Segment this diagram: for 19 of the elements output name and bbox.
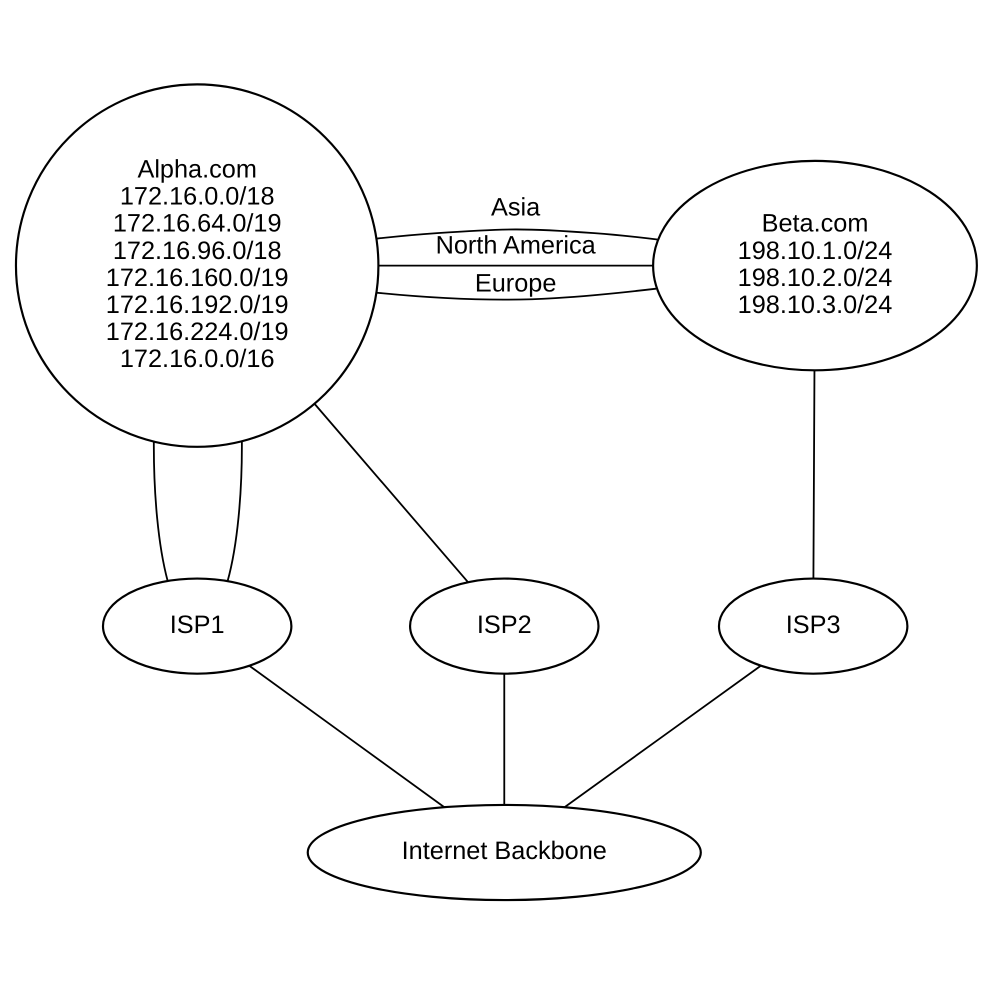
connector [226,441,243,580]
connector [248,664,446,808]
node-ellipse: Internet Backbone [306,803,702,901]
connector [314,402,468,582]
node-ellipse: ISP1 [102,576,292,674]
edge-label: Europe [474,268,556,297]
node-circle: Alpha.com 172.16.0.0/18 172.16.64.0/19 172.16.96.0/18 172.16.160.0/19 172.16.192.0/19 172.16.224.0/19 172.16.0.0/16 [14,82,380,448]
edge-label: Asia [491,192,540,221]
connector [376,228,658,240]
node-ellipse: ISP3 [718,576,908,674]
connector [564,664,762,808]
node-ellipse: ISP2 [408,576,600,674]
connector [379,264,653,266]
connector [812,370,816,578]
connector [503,673,506,805]
connector [376,287,656,300]
edge-label: North America [436,230,596,259]
connector [152,442,169,581]
node-ellipse: Beta.com 198.10.1.0/24 198.10.2.0/24 198.10.3.0/24 [652,159,978,371]
